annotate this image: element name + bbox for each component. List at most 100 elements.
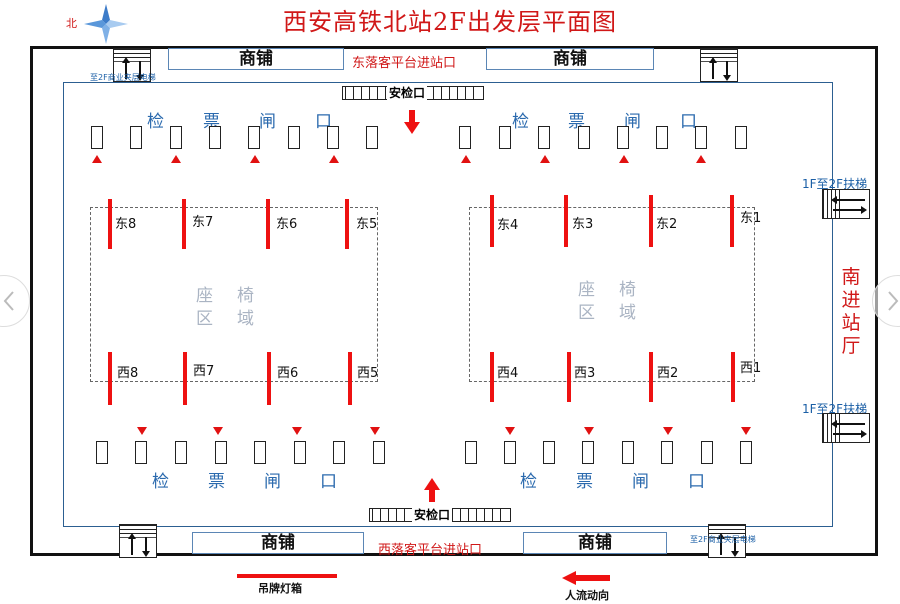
flow-arrow-small-bottom-right-1 (505, 427, 515, 435)
stair-top-right[interactable] (700, 48, 738, 82)
ticket-gate-top-right-8[interactable] (735, 126, 747, 149)
flow-arrow-small-bottom-left-2 (213, 427, 223, 435)
ticket-gate-bottom-right-8[interactable] (740, 441, 752, 464)
ticket-gate-bottom-right-1[interactable] (465, 441, 477, 464)
shop-bottom-right[interactable]: 商铺 (523, 532, 667, 554)
ticket-gate-bottom-right-6[interactable] (661, 441, 673, 464)
legend-flow-arrow-icon (562, 571, 610, 585)
elevator-bottom-right[interactable] (708, 524, 746, 558)
ticket-gate-top-right-7[interactable] (695, 126, 707, 149)
ticket-gate-bottom-left-5[interactable] (254, 441, 266, 464)
west-entrance-label: 西落客平台进站口 (378, 543, 483, 558)
ticket-gate-top-right-6[interactable] (656, 126, 668, 149)
gate-label-bottom-right-1: 检 (520, 472, 537, 492)
flow-arrow-small-top-right-2 (540, 155, 550, 163)
waiting-label-west3: 西3 (574, 366, 596, 381)
gate-label-top-left-3: 闸 (259, 112, 276, 132)
security-checkpoint-top[interactable]: 安检口 (342, 86, 484, 100)
hanging-sign-east1 (730, 195, 734, 247)
waiting-label-west5: 西5 (357, 366, 379, 381)
ticket-gate-top-left-2[interactable] (130, 126, 142, 149)
legend-sign-label: 吊牌灯箱 (258, 582, 302, 595)
hanging-sign-west4 (490, 352, 494, 402)
waiting-label-east7: 东7 (192, 215, 214, 230)
ticket-gate-bottom-right-7[interactable] (701, 441, 713, 464)
ticket-gate-bottom-right-5[interactable] (622, 441, 634, 464)
shop-top-left[interactable]: 商铺 (168, 48, 344, 70)
hanging-sign-east5 (345, 199, 349, 249)
hanging-sign-east7 (182, 199, 186, 249)
escalator-lower[interactable] (822, 413, 870, 443)
flow-arrow-small-top-left-4 (329, 155, 339, 163)
gate-label-top-right-4: 口 (680, 112, 697, 132)
waiting-label-west7: 西7 (193, 364, 215, 379)
flow-arrow-down-icon (404, 110, 420, 134)
hanging-sign-east4 (490, 195, 494, 247)
ticket-gate-top-left-3[interactable] (170, 126, 182, 149)
ticket-gate-bottom-right-3[interactable] (543, 441, 555, 464)
shop-top-right[interactable]: 商铺 (486, 48, 654, 70)
ticket-gate-bottom-left-3[interactable] (175, 441, 187, 464)
waiting-label-east3: 东3 (572, 217, 594, 232)
compass-star-icon (84, 4, 128, 44)
gate-label-bottom-left-2: 票 (208, 472, 225, 492)
waiting-label-west4: 西4 (497, 366, 519, 381)
previous-image-button[interactable] (0, 275, 30, 327)
up-down-arrows-icon (717, 533, 739, 557)
hanging-sign-east2 (649, 195, 653, 247)
security-top-label: 安检口 (387, 86, 428, 100)
ticket-gate-top-left-6[interactable] (288, 126, 300, 149)
escalator-upper-label: 1F至2F扶梯 (802, 177, 868, 191)
ticket-gate-top-right-1[interactable] (459, 126, 471, 149)
ticket-gate-bottom-left-7[interactable] (333, 441, 345, 464)
ticket-gate-bottom-left-1[interactable] (96, 441, 108, 464)
ticket-gate-top-right-4[interactable] (578, 126, 590, 149)
ticket-gate-bottom-right-2[interactable] (504, 441, 516, 464)
escalator-upper[interactable] (822, 189, 870, 219)
gate-label-bottom-left-1: 检 (152, 472, 169, 492)
next-image-button[interactable] (872, 275, 900, 327)
hanging-sign-west3 (567, 352, 571, 402)
ticket-gate-bottom-left-6[interactable] (294, 441, 306, 464)
gate-label-bottom-left-4: 口 (320, 472, 337, 492)
ticket-gate-top-left-1[interactable] (91, 126, 103, 149)
flow-arrow-small-top-left-2 (171, 155, 181, 163)
ticket-gate-top-right-5[interactable] (617, 126, 629, 149)
compass: 北 (64, 4, 134, 44)
stair-bottom-left[interactable] (119, 524, 157, 558)
ticket-gate-bottom-right-4[interactable] (582, 441, 594, 464)
escalator-lower-label: 1F至2F扶梯 (802, 402, 868, 416)
hanging-sign-west8 (108, 352, 112, 405)
ticket-gate-bottom-left-4[interactable] (215, 441, 227, 464)
elevator-top-left[interactable] (113, 48, 151, 82)
ticket-gate-bottom-left-2[interactable] (135, 441, 147, 464)
seating-label-right-2: 区域 (578, 303, 660, 323)
page-title: 西安高铁北站2F出发层平面图 (283, 8, 617, 36)
elevator-top-left-label: 至2F商业夹层电梯 (90, 73, 156, 82)
seating-label-right-1: 座椅 (578, 280, 660, 300)
seating-area-east-west-left (90, 207, 378, 382)
ticket-gate-bottom-left-8[interactable] (373, 441, 385, 464)
waiting-label-east4: 东4 (497, 218, 519, 233)
up-down-arrows-icon (709, 57, 731, 81)
flow-arrow-small-top-right-3 (619, 155, 629, 163)
hanging-sign-west7 (183, 352, 187, 405)
flow-arrow-small-bottom-left-3 (292, 427, 302, 435)
ticket-gate-top-right-3[interactable] (538, 126, 550, 149)
flow-arrow-up-icon (424, 478, 440, 502)
up-down-arrows-icon (128, 533, 150, 557)
left-right-arrows-icon (831, 420, 867, 438)
ticket-gate-top-left-8[interactable] (366, 126, 378, 149)
ticket-gate-top-right-2[interactable] (499, 126, 511, 149)
ticket-gate-top-left-4[interactable] (209, 126, 221, 149)
gate-label-bottom-left-3: 闸 (264, 472, 281, 492)
waiting-label-east6: 东6 (276, 217, 298, 232)
security-checkpoint-bottom[interactable]: 安检口 (369, 508, 511, 522)
ticket-gate-top-left-7[interactable] (327, 126, 339, 149)
waiting-label-east2: 东2 (656, 217, 678, 232)
shop-bottom-left[interactable]: 商铺 (192, 532, 364, 554)
gate-label-bottom-right-2: 票 (576, 472, 593, 492)
seating-area-right (469, 207, 755, 382)
ticket-gate-top-left-5[interactable] (248, 126, 260, 149)
hanging-sign-west1 (731, 352, 735, 402)
